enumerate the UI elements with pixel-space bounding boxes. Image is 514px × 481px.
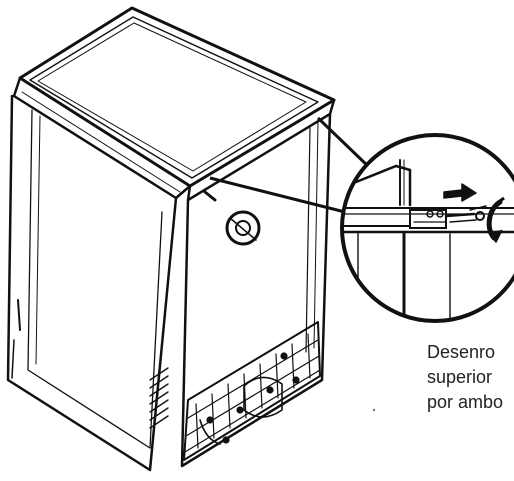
freezer-front-panel	[6, 94, 178, 472]
caption-line-2: superior	[427, 367, 493, 387]
instruction-caption: Desenro superior por ambo	[427, 340, 514, 415]
caption-line-3: por ambo	[427, 392, 504, 412]
freezer-lid	[12, 6, 336, 202]
callout-lines	[209, 116, 372, 214]
rotate-icon	[486, 196, 505, 243]
speck	[372, 408, 376, 412]
caption-line-1: Desenro	[427, 342, 496, 362]
zoom-detail	[340, 133, 514, 323]
condenser-grid	[149, 321, 321, 461]
arrow-right-icon	[443, 183, 477, 202]
freezer-illustration	[6, 6, 336, 472]
freezer-side-panel	[180, 112, 332, 468]
